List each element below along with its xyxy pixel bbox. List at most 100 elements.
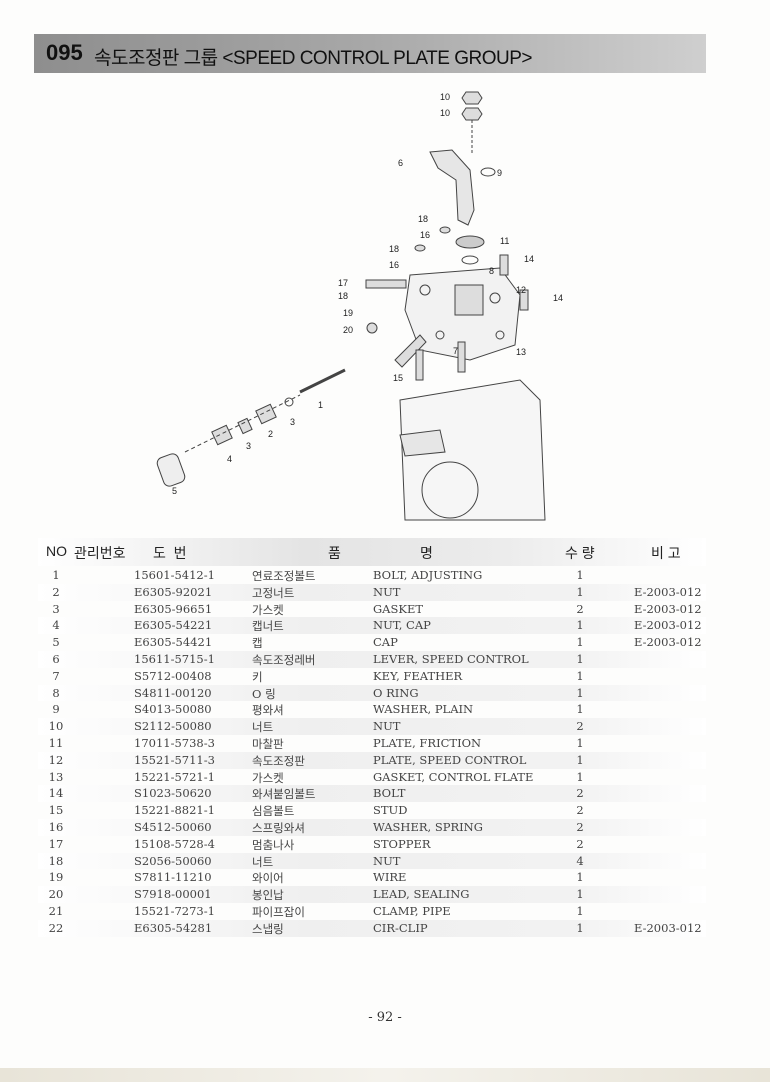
- callout-label: 8: [489, 266, 495, 276]
- korean-name: 스프링와셔: [252, 821, 305, 835]
- korean-name: O 링: [252, 686, 276, 701]
- col-mgmt-no: 관리번호: [74, 545, 126, 561]
- korean-name: 파이프잡이: [252, 905, 305, 919]
- english-name: PLATE, SPEED CONTROL: [373, 752, 527, 767]
- quantity: 4: [576, 853, 584, 868]
- callout-label: 3: [290, 417, 296, 427]
- remarks: E-2003-012: [634, 618, 702, 633]
- quantity: 2: [576, 820, 584, 834]
- section-number: 095: [46, 40, 83, 65]
- quantity: 1: [576, 635, 584, 650]
- quantity: 1: [576, 870, 584, 885]
- callout-label: 10: [440, 92, 451, 102]
- korean-name: 캡너트: [252, 619, 284, 634]
- part-no: 22: [48, 920, 64, 935]
- drawing-no: 15521-5711-3: [134, 752, 215, 767]
- drawing-no: S1023-50620: [134, 786, 212, 801]
- english-name: WIRE: [373, 870, 407, 885]
- english-name: LEVER, SPEED CONTROL: [373, 652, 529, 666]
- drawing-no: 17011-5738-3: [134, 736, 215, 750]
- english-name: NUT: [373, 584, 401, 599]
- quantity: 1: [576, 920, 584, 935]
- drawing-no: 15601-5412-1: [134, 568, 215, 582]
- english-name: CLAMP, PIPE: [373, 904, 451, 918]
- korean-name: 속도조정판: [252, 753, 305, 768]
- drawing-no: S4013-50080: [134, 702, 212, 717]
- quantity: 2: [576, 786, 584, 801]
- part-no: 2: [52, 584, 60, 599]
- col-no: NO: [46, 543, 67, 559]
- drawing-no: S7811-11210: [134, 870, 212, 885]
- callout-label: 12: [516, 285, 527, 295]
- korean-name: 평와셔: [252, 703, 284, 718]
- english-name: NUT, CAP: [373, 618, 431, 633]
- callout-label: 16: [389, 260, 400, 270]
- english-name: WASHER, PLAIN: [373, 702, 474, 717]
- part-no: 13: [48, 769, 64, 784]
- part-no: 16: [48, 820, 64, 834]
- part-no: 17: [48, 836, 64, 851]
- english-name: WASHER, SPRING: [373, 820, 483, 834]
- callout-label: 18: [389, 244, 400, 254]
- quantity: 1: [576, 568, 584, 582]
- callout-label: 17: [338, 278, 349, 288]
- drawing-no: E6305-54221: [134, 618, 213, 633]
- drawing-no: E6305-96651: [134, 601, 213, 616]
- korean-name: 너트: [252, 854, 274, 869]
- remarks: E-2003-012: [634, 635, 702, 650]
- korean-name: 속도조정레버: [252, 653, 316, 667]
- drawing-no: E6305-54421: [134, 635, 213, 650]
- callout-label: 1: [318, 400, 324, 410]
- part-no: 19: [48, 870, 64, 885]
- english-name: GASKET: [373, 601, 424, 616]
- korean-name: 고정너트: [252, 585, 295, 600]
- drawing-no: S2056-50060: [134, 853, 212, 868]
- korean-name: 키: [252, 669, 263, 684]
- english-name: BOLT, ADJUSTING: [373, 568, 483, 582]
- part-no: 9: [52, 702, 60, 717]
- callout-label: 9: [497, 168, 503, 178]
- quantity: 1: [576, 887, 584, 902]
- quantity: 2: [576, 836, 584, 851]
- english-name: KEY, FEATHER: [373, 668, 463, 683]
- english-name: NUT: [373, 719, 401, 734]
- callout-label: 15: [393, 373, 404, 383]
- diagram-drawing: [156, 91, 546, 521]
- part-no: 14: [48, 786, 64, 801]
- remarks: E-2003-012: [634, 920, 702, 935]
- quantity: 1: [576, 652, 584, 666]
- drawing-no: S7918-00001: [134, 887, 212, 902]
- english-name: PLATE, FRICTION: [373, 736, 482, 750]
- callout-label: 7: [453, 346, 459, 356]
- part-no: 8: [52, 685, 60, 700]
- col-name-1: 품: [328, 545, 341, 561]
- quantity: 1: [576, 769, 584, 784]
- english-name: BOLT: [373, 786, 406, 801]
- quantity: 1: [576, 904, 584, 918]
- quantity: 2: [576, 719, 584, 734]
- callout-label: 4: [227, 454, 233, 464]
- col-drawing-no: 도 번: [153, 545, 187, 561]
- part-no: 21: [48, 904, 64, 918]
- korean-name: 와셔붙임볼트: [252, 787, 316, 802]
- korean-name: 연료조정볼트: [252, 569, 316, 583]
- drawing-no: S4512-50060: [134, 820, 212, 834]
- english-name: CAP: [373, 635, 398, 650]
- table-row: 16 S4512-50060 스프링와셔 WASHER, SPRING 2: [38, 819, 706, 836]
- col-remarks: 비 고: [651, 545, 681, 561]
- part-no: 4: [52, 618, 60, 633]
- korean-name: 너트: [252, 720, 274, 735]
